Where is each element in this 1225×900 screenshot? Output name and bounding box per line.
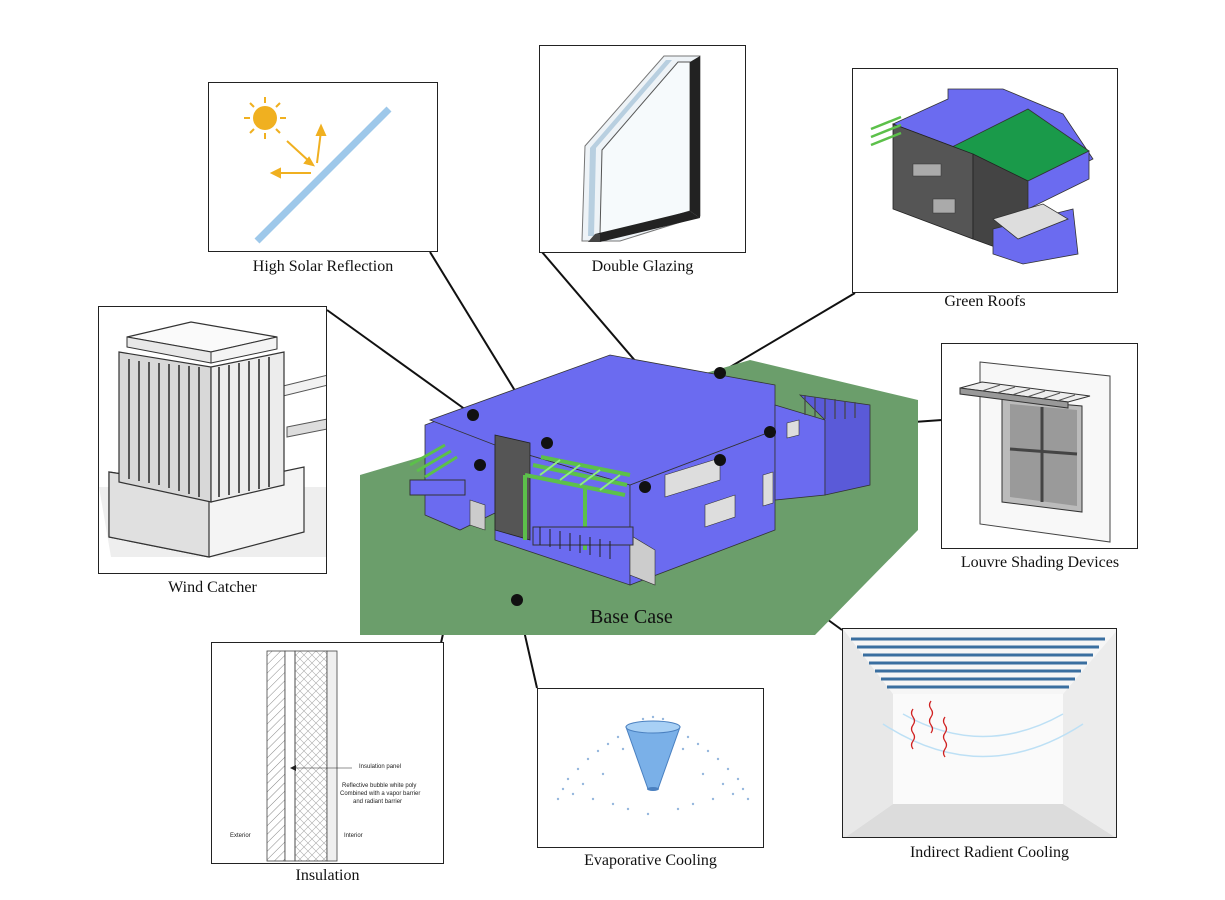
insulation-note-1: Reflective bubble white poly bbox=[342, 783, 417, 789]
sun-icon bbox=[244, 97, 286, 139]
exterior-label: Exterior bbox=[230, 833, 251, 839]
caption-indirect-radiant-cooling: Indirect Radient Cooling bbox=[909, 844, 1070, 861]
connector-green-roofs bbox=[719, 292, 856, 374]
panel-double-glazing bbox=[539, 45, 746, 253]
caption-insulation: Insulation bbox=[295, 867, 360, 884]
evaporative-fountain-icon bbox=[556, 715, 750, 816]
reflective-surface bbox=[254, 106, 392, 244]
caption-double-glazing: Double Glazing bbox=[591, 258, 694, 275]
caption-evaporative-cooling: Evaporative Cooling bbox=[584, 852, 717, 869]
panel-evaporative-cooling bbox=[537, 688, 764, 848]
panel-louvre-shading bbox=[941, 343, 1138, 549]
insulation-note-3: and radiant barrier bbox=[353, 799, 403, 805]
building-right-wing bbox=[774, 404, 826, 501]
interior-label: Interior bbox=[344, 833, 363, 839]
panel-indirect-radiant-cooling bbox=[842, 628, 1117, 838]
insulation-section-icon bbox=[266, 650, 352, 862]
insulation-panel-label: Insulation panel bbox=[359, 764, 402, 770]
caption-wind-catcher: Wind Catcher bbox=[168, 579, 257, 596]
double-glazing-icon bbox=[581, 55, 701, 242]
panel-green-roofs bbox=[852, 68, 1118, 293]
connector-wind-catcher bbox=[326, 309, 474, 416]
base-case-label: Base Case bbox=[590, 606, 673, 628]
caption-green-roofs: Green Roofs bbox=[944, 293, 1026, 310]
insulation-note-2: Combined with a vapor barrier bbox=[340, 791, 421, 797]
panel-high-solar-reflection bbox=[208, 82, 438, 252]
green-roof-building-icon bbox=[870, 88, 1094, 265]
radiant-cooling-room-icon bbox=[843, 629, 1116, 837]
base-case-model bbox=[360, 354, 918, 635]
reflection-arrows-icon bbox=[269, 123, 327, 179]
caption-louvre-shading: Louvre Shading Devices bbox=[960, 554, 1120, 571]
caption-high-solar-reflection: High Solar Reflection bbox=[252, 258, 394, 275]
louvre-window-icon bbox=[959, 361, 1111, 543]
panel-insulation: Insulation panel Reflective bubble white… bbox=[211, 642, 444, 864]
panel-wind-catcher bbox=[98, 306, 327, 574]
wind-catcher-icon bbox=[99, 321, 326, 558]
